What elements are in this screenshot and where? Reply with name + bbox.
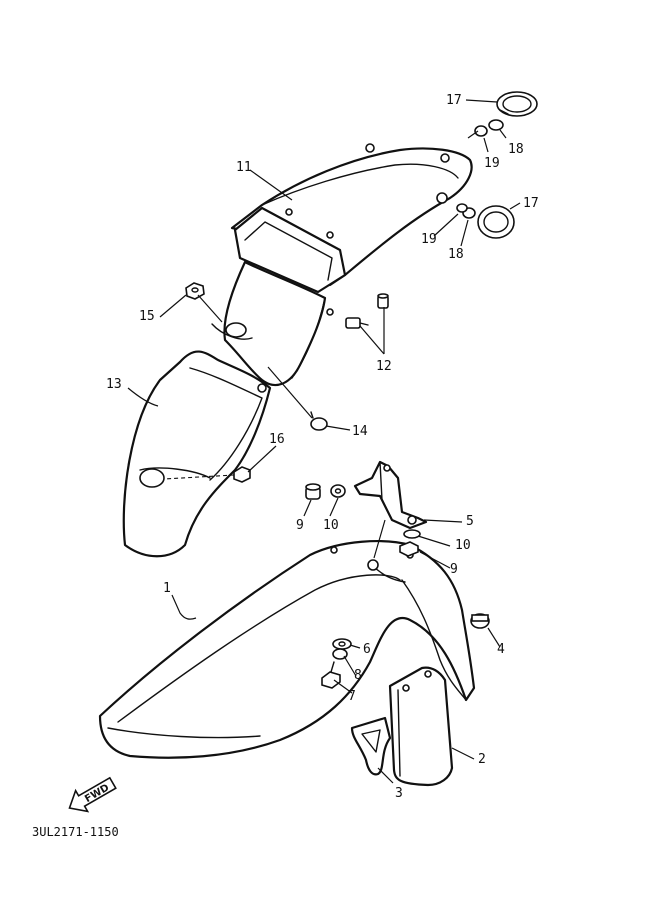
stay-part-5 <box>353 460 428 530</box>
rear-fender-part-11 <box>211 143 473 387</box>
washer-part-10-lower <box>403 529 421 539</box>
callout-1: 1 <box>163 581 171 596</box>
reflector-part-17-lower <box>477 205 515 239</box>
washer-part-18-upper <box>488 119 504 131</box>
callouts: 1 2 3 4 5 6 7 8 9 9 10 10 11 12 13 14 15… <box>106 93 539 801</box>
callout-18-upper: 18 <box>508 142 524 157</box>
callout-11: 11 <box>236 160 252 175</box>
callout-5: 5 <box>466 514 474 529</box>
callout-8: 8 <box>354 668 362 683</box>
bolt-part-14 <box>310 411 328 431</box>
nut-part-15 <box>185 282 205 300</box>
callout-18-lower: 18 <box>448 247 464 262</box>
number-plate-part-2 <box>388 666 454 787</box>
diagram-code: 3UL2171-1150 <box>32 825 119 839</box>
callout-19-upper: 19 <box>484 156 500 171</box>
callout-10-lower: 10 <box>455 538 471 553</box>
callout-6: 6 <box>363 642 371 657</box>
mud-flap-part-13 <box>122 350 272 558</box>
bolt-part-9-upper <box>305 483 321 500</box>
callout-10-upper: 10 <box>323 518 339 533</box>
reflector-part-17-upper <box>496 91 538 117</box>
callout-2: 2 <box>478 752 486 767</box>
bolt-part-9-lower <box>399 541 419 557</box>
leader-lines <box>127 99 521 784</box>
callout-14: 14 <box>352 424 368 439</box>
bolt-part-4 <box>470 613 490 629</box>
callout-16: 16 <box>269 432 285 447</box>
nut-part-19-upper <box>474 125 488 137</box>
washer-part-8 <box>332 648 348 660</box>
callout-12: 12 <box>376 359 392 374</box>
callout-19-lower: 19 <box>421 232 437 247</box>
callout-15: 15 <box>139 309 155 324</box>
callout-9-lower: 9 <box>450 562 458 577</box>
callout-17-upper: 17 <box>446 93 462 108</box>
nut-part-19-lower <box>456 203 468 213</box>
callout-9-upper: 9 <box>296 518 304 533</box>
callout-13: 13 <box>106 377 122 392</box>
callout-4: 4 <box>497 642 505 657</box>
bolt-part-7 <box>321 661 341 689</box>
bolt-part-12 <box>345 293 389 329</box>
washer-part-6 <box>332 638 352 650</box>
washer-part-10-upper <box>330 484 346 498</box>
bracket-part-3 <box>350 716 392 776</box>
callout-17-lower: 17 <box>523 196 539 211</box>
fwd-arrow-icon: FWD <box>68 776 117 813</box>
callout-3: 3 <box>395 786 403 801</box>
nut-part-16 <box>233 466 251 483</box>
callout-7: 7 <box>348 689 356 704</box>
